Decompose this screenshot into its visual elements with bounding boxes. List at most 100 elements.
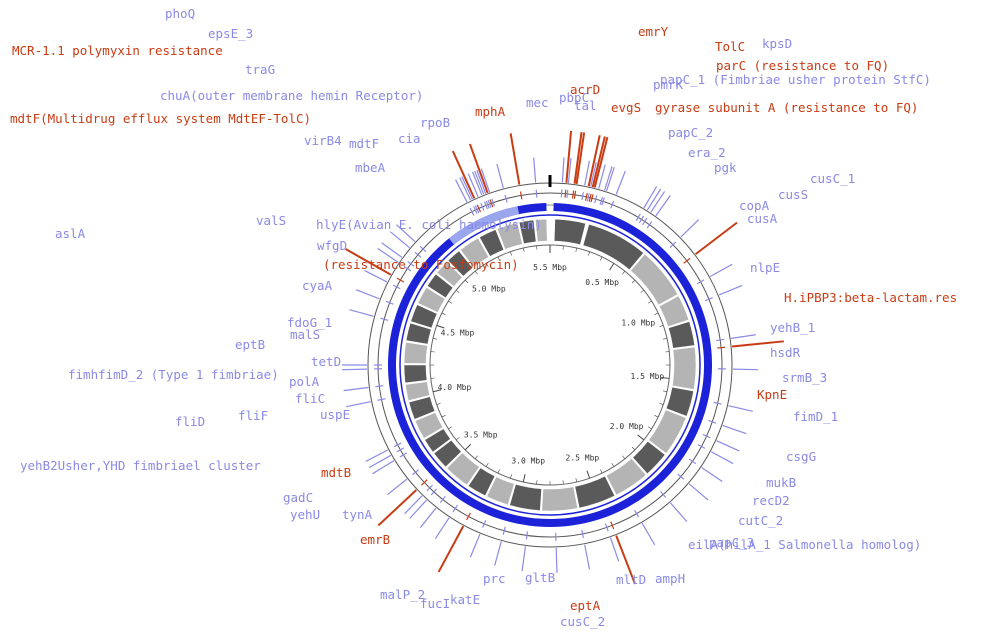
gene-label: fliD (175, 414, 205, 429)
leader-line (372, 460, 395, 475)
feature-mark (713, 401, 722, 405)
scale-tick (510, 474, 512, 479)
scale-tick (464, 279, 469, 284)
feature-mark (469, 207, 475, 216)
leader-line (728, 405, 753, 412)
feature-mark (519, 191, 523, 200)
contig-block (403, 341, 428, 364)
contig-block (582, 223, 644, 271)
contig-block (486, 476, 515, 506)
gene-label: cia (398, 131, 421, 146)
gene-label: gadC (283, 490, 313, 505)
feature-mark (380, 317, 389, 321)
feature-mark (439, 495, 446, 503)
scale-tick (485, 463, 489, 467)
feature-mark (708, 419, 717, 424)
origin-marker (548, 175, 552, 187)
gene-label: malP_2 (380, 587, 425, 602)
leader-line (730, 334, 756, 339)
resistance-gene-label: emrB (360, 532, 390, 547)
leader-line (641, 522, 656, 546)
scale-tick (432, 338, 437, 340)
contig-block (574, 475, 616, 509)
gene-label: copA (739, 198, 770, 213)
gene-label: mec (526, 95, 549, 110)
leader-line (496, 163, 504, 189)
gene-label: cyaA (302, 278, 333, 293)
leader-line (345, 248, 392, 276)
scale-tick (497, 469, 500, 474)
leader-line (609, 537, 620, 562)
gene-label: polA (289, 374, 320, 389)
feature-mark (466, 512, 471, 521)
resistance-gene-label: evgS (611, 100, 641, 115)
scale-tick (648, 300, 652, 304)
scale-tick (600, 256, 603, 261)
resistance-gene-label: acrD (570, 82, 600, 97)
scale-tick (586, 470, 591, 479)
feature-mark (535, 189, 538, 198)
gene-label: mltD (616, 572, 646, 587)
leader-line (604, 166, 613, 191)
scale-tick (474, 270, 478, 275)
leader-line (598, 164, 606, 189)
feature-mark (480, 202, 485, 211)
feature-mark (377, 398, 386, 401)
scale-tick (609, 263, 615, 271)
leader-line (494, 541, 502, 566)
resistance-gene-label: mdtF(Multidrug efflux system MdtEF-TolC) (10, 111, 311, 126)
feature-mark (638, 215, 645, 224)
scale-tick (622, 270, 626, 275)
leader-line (377, 489, 418, 527)
leader-line (688, 483, 709, 501)
leader-line (650, 191, 666, 213)
feature-mark (412, 469, 420, 476)
contig-block (658, 295, 690, 328)
feature-mark (704, 297, 713, 302)
feature-mark (421, 479, 428, 486)
leader-line (584, 544, 591, 570)
scale-label: 3.5 Mbp (464, 430, 498, 439)
scale-tick (448, 300, 452, 304)
feature-mark (688, 458, 697, 465)
leader-line (476, 170, 487, 194)
contig-block (509, 483, 542, 511)
scale-tick (663, 390, 668, 392)
gene-label: gltB (525, 570, 555, 585)
feature-mark (473, 206, 478, 214)
feature-mark (385, 300, 394, 305)
leader-line (346, 401, 371, 408)
scale-label: 2.5 Mbp (566, 454, 600, 463)
contig-block (496, 222, 523, 250)
feature-mark (564, 189, 567, 198)
feature-mark (474, 205, 480, 214)
gene-label: pmrK (653, 77, 684, 92)
gene-label: hlyE(Avian E. coli haemolysin) (316, 217, 542, 232)
gene-label: fliF (238, 408, 268, 423)
contig-block (553, 218, 587, 246)
leader-line (365, 449, 389, 463)
feature-mark (669, 241, 677, 248)
resistance-gene-label: (resistance to Fosfomycin) (323, 257, 519, 272)
gene-label: rpoB (420, 115, 450, 130)
leader-line (474, 170, 485, 195)
gene-label: recD2 (752, 493, 790, 508)
resistance-gene-label: emrY (638, 24, 669, 39)
leader-line (694, 221, 738, 255)
contig-block (632, 440, 666, 475)
scale-tick (637, 434, 645, 441)
gene-label: tal (574, 98, 597, 113)
scale-tick (455, 289, 460, 293)
scale-label: 3.0 Mbp (511, 457, 545, 466)
leader-line (468, 143, 489, 194)
scale-tick (648, 426, 652, 430)
gene-label: traG (245, 62, 275, 77)
resistance-gene-label: KpnE (757, 387, 787, 402)
leader-line (605, 166, 615, 192)
contig-ring (403, 218, 697, 512)
gene-label: mdtF (349, 136, 379, 151)
leader-line (434, 517, 450, 539)
gene-label: yehU (290, 507, 320, 522)
gene-label: papC_2 (668, 125, 713, 140)
feature-mark (610, 521, 615, 530)
